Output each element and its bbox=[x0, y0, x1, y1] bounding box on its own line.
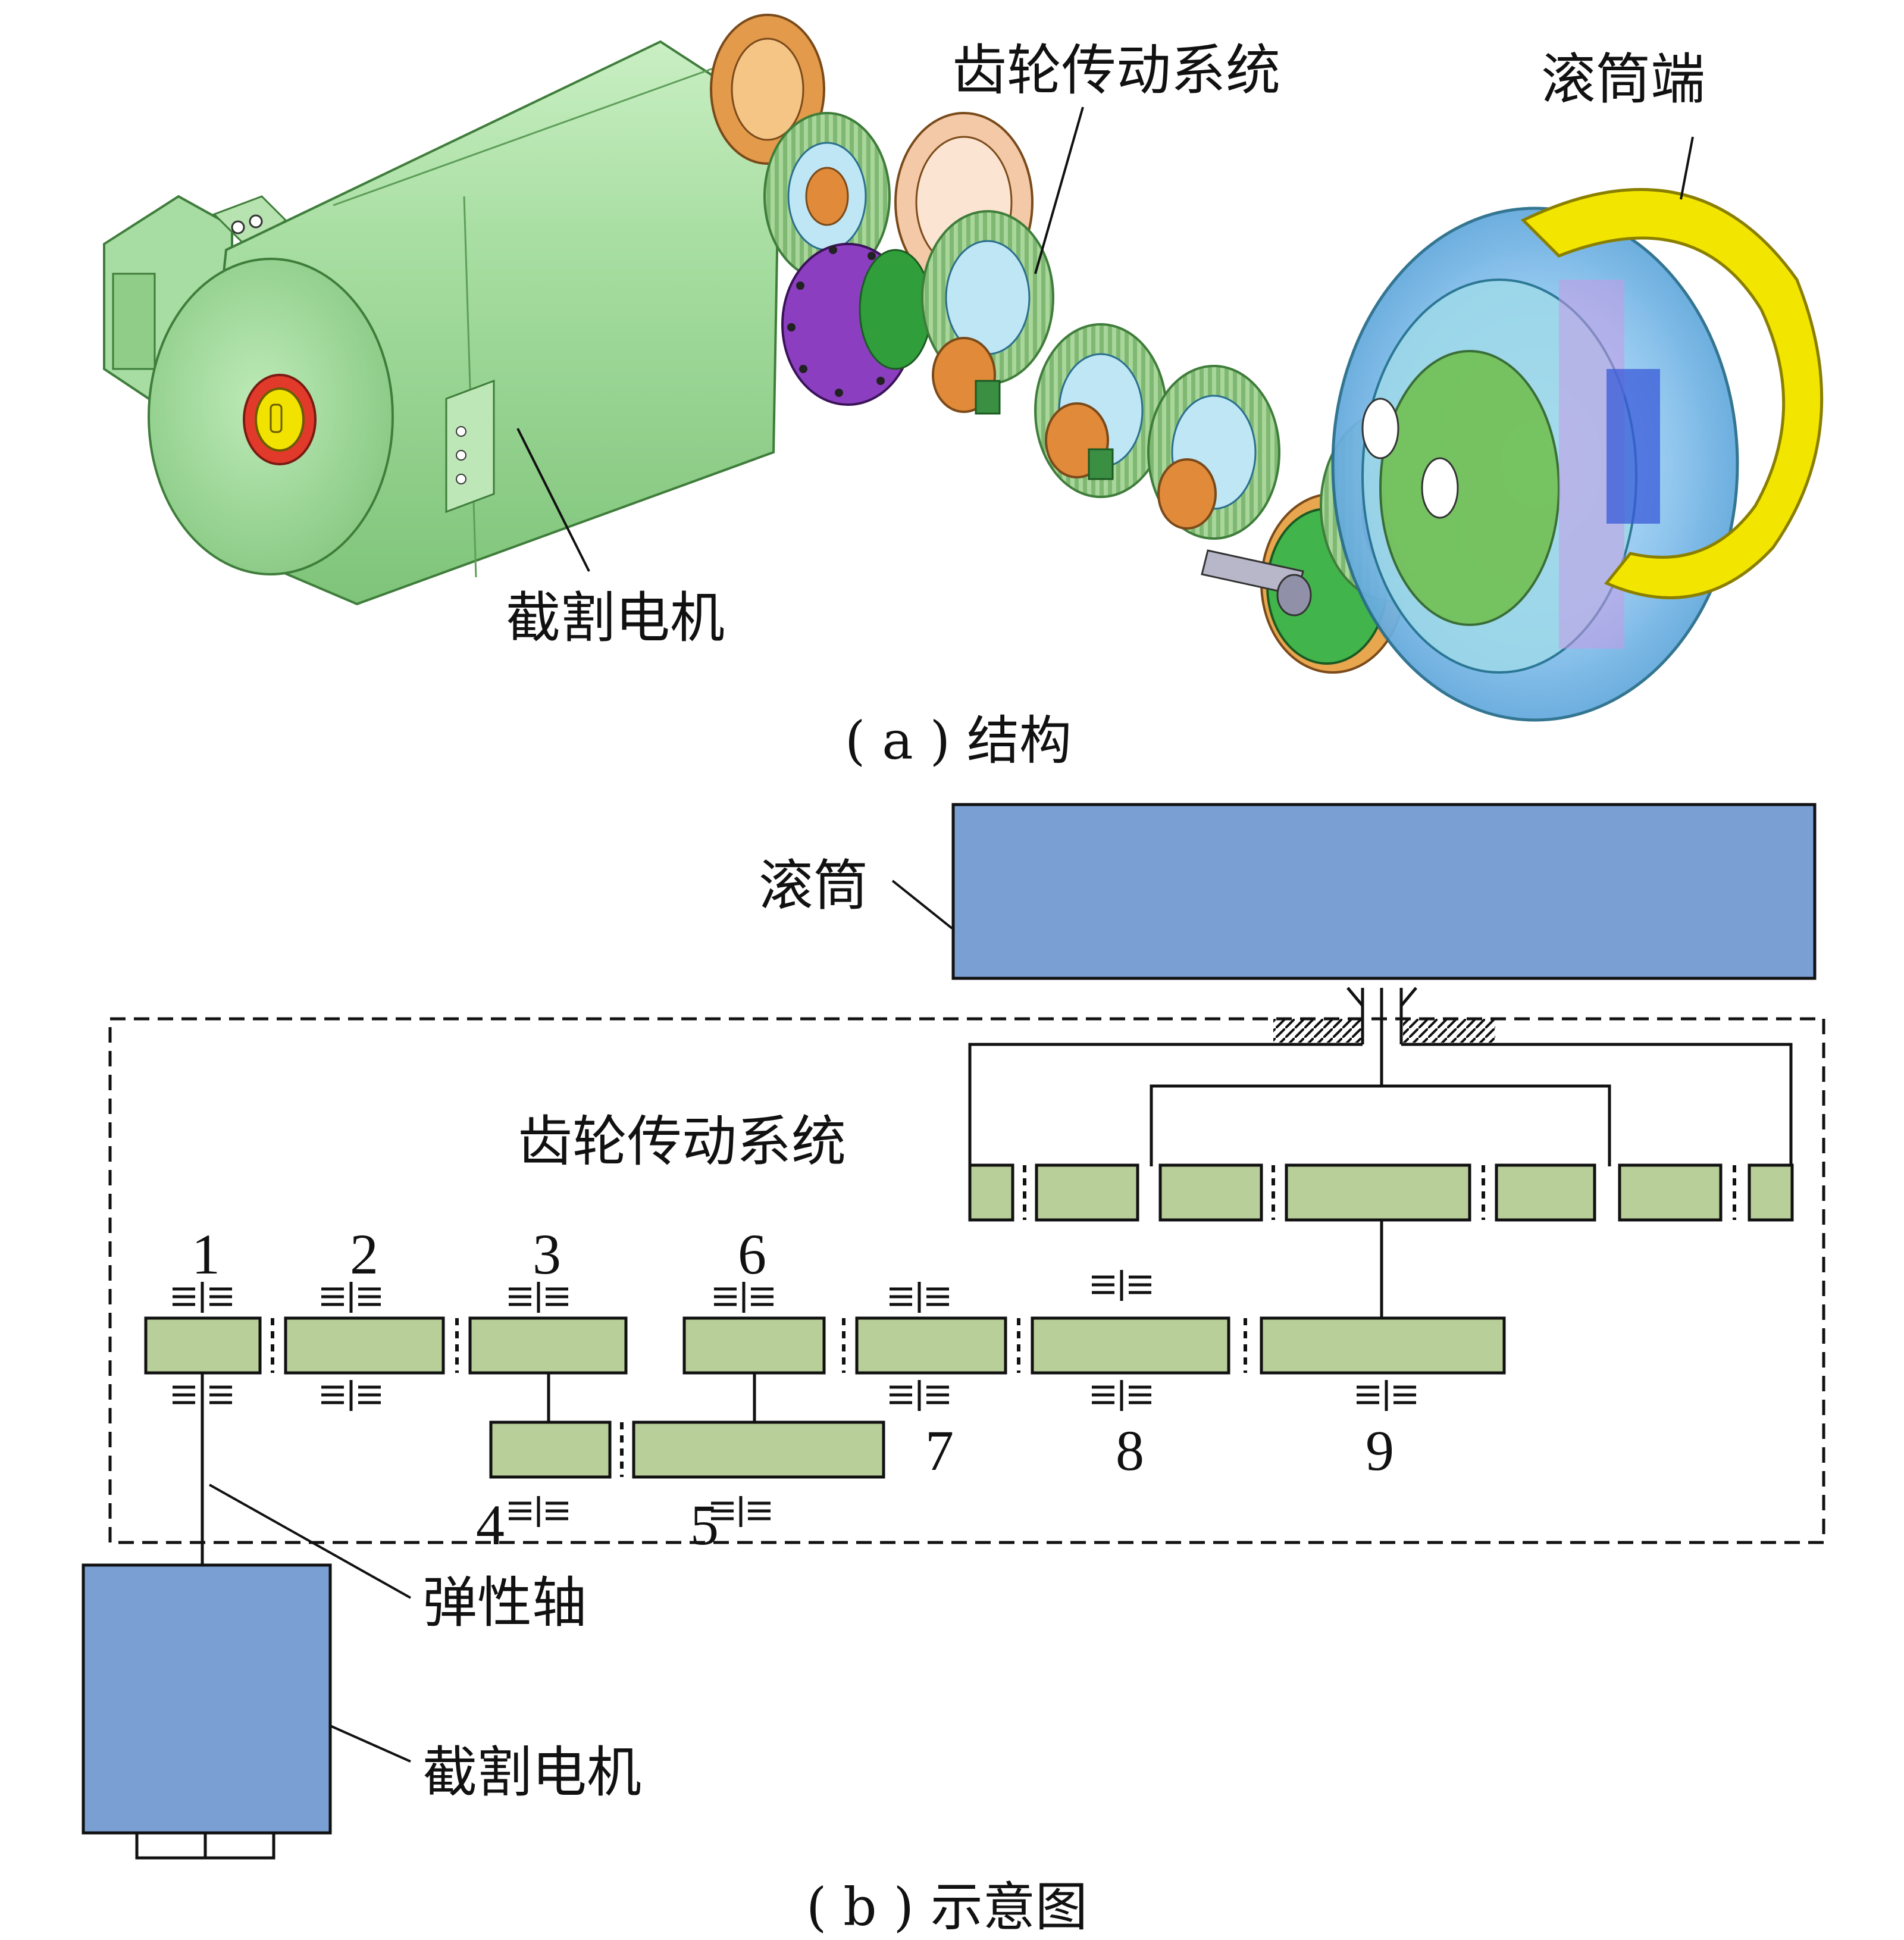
bearings bbox=[173, 1270, 1416, 1527]
drum-end-3d bbox=[1331, 187, 1824, 722]
bearing-symbol bbox=[1092, 1270, 1151, 1301]
motor-foot-left bbox=[135, 1831, 207, 1860]
gear-number-2: 2 bbox=[350, 1222, 378, 1286]
panel-a-structure: 齿轮传动系统 滚筒端 截割电机 ( a ) 结构 bbox=[103, 14, 1824, 771]
sun-gear bbox=[1285, 1163, 1471, 1222]
bearing-symbol bbox=[714, 1282, 774, 1313]
gear-number-1: 1 bbox=[192, 1222, 220, 1286]
gear-number-6: 6 bbox=[738, 1222, 766, 1286]
bearing-symbol bbox=[1092, 1380, 1151, 1411]
gear-4 bbox=[489, 1420, 612, 1479]
gear-number-9: 9 bbox=[1366, 1419, 1394, 1482]
leader-gear-system-a bbox=[1034, 107, 1084, 274]
bearing-symbol bbox=[321, 1380, 381, 1411]
gear-number-5: 5 bbox=[690, 1493, 719, 1557]
label-gear-system-b: 齿轮传动系统 bbox=[518, 1110, 846, 1174]
gear-2 bbox=[284, 1316, 445, 1375]
label-cutting-motor-b: 截割电机 bbox=[422, 1741, 641, 1804]
planetary-row bbox=[968, 1163, 1794, 1222]
gear-6 bbox=[682, 1316, 826, 1375]
gear-number-8: 8 bbox=[1116, 1419, 1144, 1482]
bearing-symbol bbox=[173, 1282, 232, 1313]
leader-cutting-motor-a bbox=[516, 428, 590, 572]
label-elastic-shaft: 弹性轴 bbox=[422, 1571, 587, 1635]
caption-a: ( a ) 结构 bbox=[845, 710, 1072, 771]
gear-stages bbox=[144, 1316, 1506, 1479]
ring-gear-left bbox=[968, 1163, 1014, 1222]
leader-cutting-motor-b bbox=[330, 1725, 411, 1763]
bearing-symbol bbox=[890, 1380, 949, 1411]
gear-system-boundary bbox=[108, 1017, 1825, 1544]
gear-number-4: 4 bbox=[476, 1493, 505, 1557]
gear-7 bbox=[855, 1316, 1007, 1375]
motor-foot-right bbox=[203, 1831, 275, 1860]
gear-mesh-lines bbox=[271, 1318, 1247, 1477]
panel-b-schematic: 滚筒 齿轮传动系统 bbox=[82, 803, 1825, 1938]
gear-8 bbox=[1031, 1316, 1230, 1375]
bearing-symbol bbox=[509, 1282, 568, 1313]
bearing-symbol bbox=[321, 1282, 381, 1313]
leader-drum-end bbox=[1680, 136, 1694, 200]
gear-3 bbox=[468, 1316, 628, 1375]
drum-support bbox=[968, 987, 1793, 1324]
bearing-symbol bbox=[890, 1282, 949, 1313]
gear-number-3: 3 bbox=[533, 1222, 561, 1286]
bearing-symbol bbox=[173, 1380, 232, 1411]
planet-gear-right-b bbox=[1618, 1163, 1723, 1222]
planet-gear-left-a bbox=[1035, 1163, 1139, 1222]
label-gear-system-a: 齿轮传动系统 bbox=[952, 39, 1280, 102]
gear-9 bbox=[1260, 1316, 1506, 1375]
label-cutting-motor-a: 截割电机 bbox=[506, 586, 725, 650]
leader-drum bbox=[891, 880, 953, 930]
planet-gear-left-b bbox=[1158, 1163, 1263, 1222]
ring-gear-right bbox=[1748, 1163, 1794, 1222]
drum-block bbox=[951, 803, 1817, 980]
gear-number-7: 7 bbox=[925, 1419, 954, 1482]
leader-elastic-shaft bbox=[209, 1484, 411, 1599]
planet-gear-right-a bbox=[1495, 1163, 1596, 1222]
label-drum: 滚筒 bbox=[759, 854, 868, 918]
planetary-mesh-lines bbox=[1023, 1165, 1736, 1220]
bearing-symbol bbox=[509, 1496, 568, 1527]
bearing-symbol bbox=[711, 1496, 771, 1527]
caption-b: ( b ) 示意图 bbox=[806, 1876, 1088, 1938]
cutting-motor-3d bbox=[103, 40, 781, 606]
gear-5 bbox=[632, 1420, 885, 1479]
gear-1 bbox=[144, 1316, 262, 1375]
motor-block bbox=[82, 1563, 332, 1835]
bearing-symbol bbox=[1357, 1380, 1416, 1411]
label-drum-end: 滚筒端 bbox=[1541, 48, 1705, 111]
